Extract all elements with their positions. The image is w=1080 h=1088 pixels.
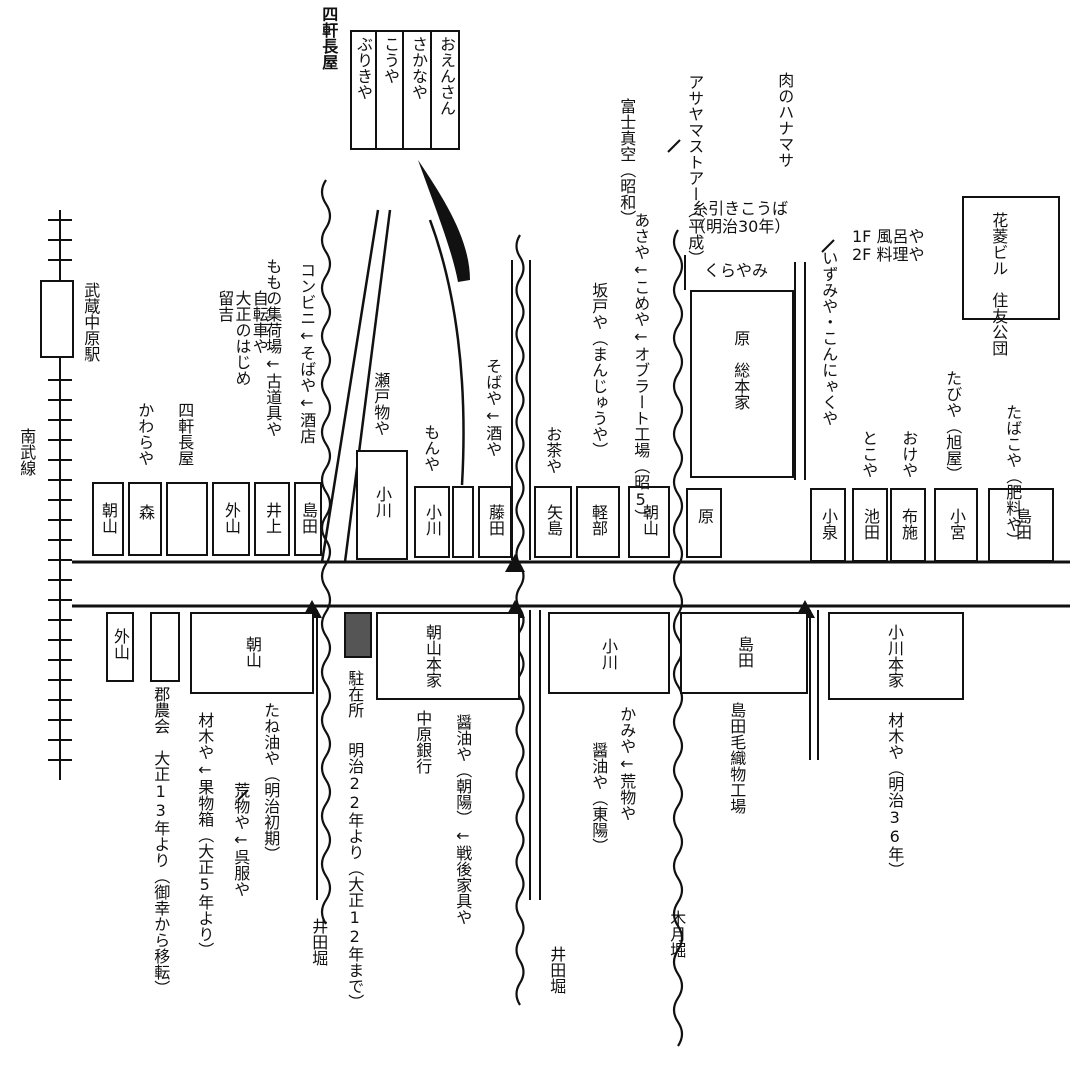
label-tomekichi: 自転車や 大正のはじめ 留吉 <box>215 290 269 386</box>
yonken-top-box <box>350 30 460 150</box>
plot-yonken-n <box>166 482 208 556</box>
plot-ikeda: 池田 <box>852 488 888 562</box>
hanabishi-box <box>962 196 1060 320</box>
store-oensan: おえんさん <box>437 36 456 116</box>
label-chuzai-title: 駐在所 <box>345 670 365 718</box>
plot-ogawa-honke: 小川本家 <box>828 612 964 700</box>
label-furoya: 1F 風呂や 2F 料理や <box>852 227 925 264</box>
label-okeya: おけや <box>899 430 919 478</box>
plot-asayama-n2: 朝山 <box>628 486 670 558</box>
store-sakanaya: さかなや <box>409 36 428 100</box>
plot-koizumi: 小泉 <box>810 488 846 562</box>
store-burikiya: ぶりきや <box>354 36 373 100</box>
label-tabakoya: たばこや（肥料や） <box>1003 404 1023 548</box>
plot-asayama-honke: 朝山本家 <box>376 612 520 700</box>
plot-fujita: 藤田 <box>478 486 512 558</box>
label-tabiya: たびや（旭屋） <box>943 370 963 482</box>
label-setomono: 瀬戸物や <box>371 372 391 436</box>
plot-asayama-n: 朝山 <box>92 482 124 556</box>
plot-karube: 軽部 <box>576 486 620 558</box>
plot-asayama-s: 朝山 <box>190 612 314 694</box>
label-izumiya: いずみや・こんにゃくや <box>819 250 839 426</box>
store-kouya: こうや <box>381 36 400 84</box>
plot-yajima: 矢島 <box>534 486 572 558</box>
label-ida-bori-2: 井田堀 <box>547 946 567 994</box>
plot-komiya: 小宮 <box>934 488 978 562</box>
plot-mori: 森 <box>128 482 162 556</box>
plot-shimada-n1: 島田 <box>294 482 322 556</box>
label-ochaya: お茶や <box>543 426 563 474</box>
label-taneabura: たね油や（明治初期） <box>261 702 281 862</box>
yonken-top-title: 四軒長屋 <box>319 6 339 70</box>
label-shoyu2: 醤油や（東陽） <box>589 742 609 854</box>
label-shoyu1: 醤油や（朝陽）←戦後家具や <box>453 714 473 925</box>
label-kawaraya: かわらや <box>135 402 155 466</box>
label-ida-bori-1: 井田堀 <box>309 918 329 966</box>
label-gunnokai: 郡農会 大正13年より（御幸から移転） <box>151 686 171 996</box>
plot-small-n <box>452 486 474 558</box>
label-fuji: 富士真空（昭和） <box>617 98 637 226</box>
plot-gunnokai <box>150 612 180 682</box>
label-hanabishi: 花菱ビル 住友公団 <box>989 212 1009 356</box>
label-asayama-store: アサヤマストアー（平成） <box>685 74 705 266</box>
label-asaya: あさや←こめや←オブラート工場（昭5） <box>631 212 651 525</box>
label-keori: 島田毛織物工場 <box>727 702 747 814</box>
label-conbini: コンビニ←そばや←酒店 <box>297 262 317 444</box>
plot-inoue: 井上 <box>254 482 290 556</box>
label-chuzai: 明治22年より（大正12年まで） <box>345 742 365 1010</box>
label-nakahara-bank: 中原銀行 <box>413 710 433 774</box>
label-sakado: 坂戸や（まんじゅうや） <box>589 282 609 458</box>
label-monya: もんや <box>421 424 441 472</box>
label-tokoya: とこや <box>859 430 879 478</box>
label-kurayami: くらやみ <box>704 261 769 280</box>
plot-ogawa-s: 小川 <box>548 612 670 694</box>
plot-toyama-s: 外山 <box>106 612 134 682</box>
label-hara-honke: 原 総本家 <box>731 330 751 410</box>
label-sobaya: そばや←酒や <box>483 358 503 457</box>
line-name: 南武線 <box>17 428 37 476</box>
plot-hara: 原 <box>686 488 722 558</box>
station-box <box>40 280 74 358</box>
label-aramono: 荒物や←呉服や <box>231 782 251 897</box>
label-itohiki: 糸引きこうば （明治30年） <box>690 199 791 236</box>
plot-ogawa-n1: 小川 <box>356 450 408 560</box>
plot-fuse: 布施 <box>890 488 926 562</box>
label-kamiya: かみや←荒物や <box>617 706 637 821</box>
label-zaimoku1: 材木や←果物箱（大正5年より） <box>195 712 215 958</box>
plot-shimada-s: 島田 <box>680 612 808 694</box>
label-momo: ももの集荷場←古道具や <box>263 258 283 437</box>
plot-ogawa-n2: 小川 <box>414 486 450 558</box>
station-name: 武蔵中原駅 <box>81 282 101 362</box>
yonken-top-stores: おえんさん さかなや こうや ぶりきや <box>350 30 460 150</box>
plot-shimada-n2: 島田 <box>988 488 1054 562</box>
label-yonken: 四軒長屋 <box>175 402 195 466</box>
plot-toyama-n: 外山 <box>212 482 250 556</box>
plot-hara-large <box>690 290 794 478</box>
label-kizuki-bori: 木月堀 <box>667 910 687 958</box>
plot-chuzai <box>344 612 372 658</box>
label-zaimoku2: 材木や（明治36年） <box>885 712 905 878</box>
label-hanamasa: 肉のハナマサ <box>775 72 795 168</box>
